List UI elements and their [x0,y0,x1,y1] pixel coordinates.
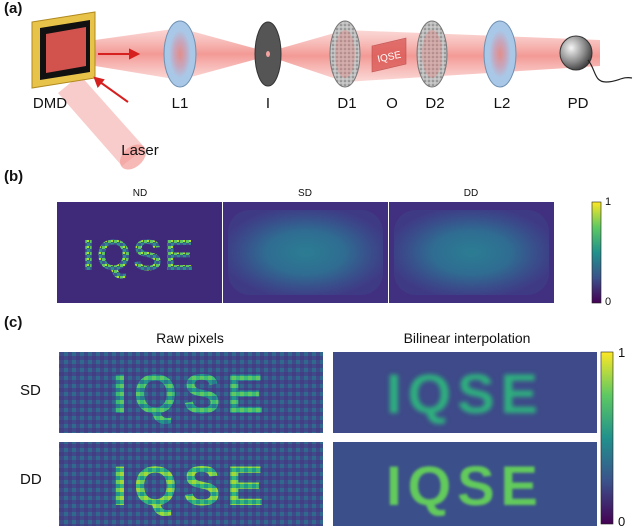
image-raw-sd: IQSE [59,352,323,433]
colorbar-b [591,201,602,304]
image-dd [389,202,554,303]
diffuser-d2 [416,20,448,88]
laser-beam-incoming [58,75,147,170]
label-laser: Laser [121,142,159,159]
optical-setup-diagram: IQSE [31,11,633,170]
panel-c-label: (c) [4,314,23,331]
label-d1: D1 [337,95,357,112]
title-bilinear: Bilinear interpolation [403,330,531,346]
label-dmd: DMD [32,95,68,112]
colorbar-b-max: 1 [605,196,612,208]
object-text: IQSE [376,50,402,66]
diffuser-d1 [329,20,361,88]
lens-l2 [483,20,517,88]
title-nd: ND [132,188,148,199]
row-label-dd: DD [20,471,42,488]
panel-b-label: (b) [4,168,24,185]
title-raw-pixels: Raw pixels [156,330,224,346]
label-l2: L2 [493,95,511,112]
raw-sd-text: IQSE [112,362,270,425]
image-sd [223,202,388,303]
beam-arrows [93,48,141,103]
image-nd: IQSE [57,202,222,303]
label-o: O [386,95,398,112]
bilinear-dd-text: IQSE [386,454,544,517]
panel-a-label: (a) [4,0,23,17]
panel-b-images: IQSE [57,201,602,304]
colorbar-c [600,351,614,525]
colorbar-c-min: 0 [618,514,626,529]
colorbar-c-max: 1 [618,345,626,360]
raw-dd-text: IQSE [112,454,270,517]
image-raw-dd: IQSE [59,442,323,526]
bilinear-sd-text: IQSE [386,362,544,425]
nd-image-text: IQSE [82,231,195,280]
title-dd: DD [463,188,479,199]
label-l1: L1 [171,95,189,112]
lens-l1 [163,20,197,88]
dmd-device [31,11,96,89]
image-bilinear-sd: IQSE [333,352,597,433]
colorbar-b-min: 0 [605,296,612,308]
label-pd: PD [567,95,589,112]
label-d2: D2 [425,95,445,112]
row-label-sd: SD [20,382,41,399]
title-sd: SD [298,188,312,199]
label-i: I [265,95,271,112]
object-o: IQSE [371,37,407,73]
image-bilinear-dd: IQSE [333,442,597,526]
iris-aperture [254,21,282,87]
photodiode [559,35,633,83]
